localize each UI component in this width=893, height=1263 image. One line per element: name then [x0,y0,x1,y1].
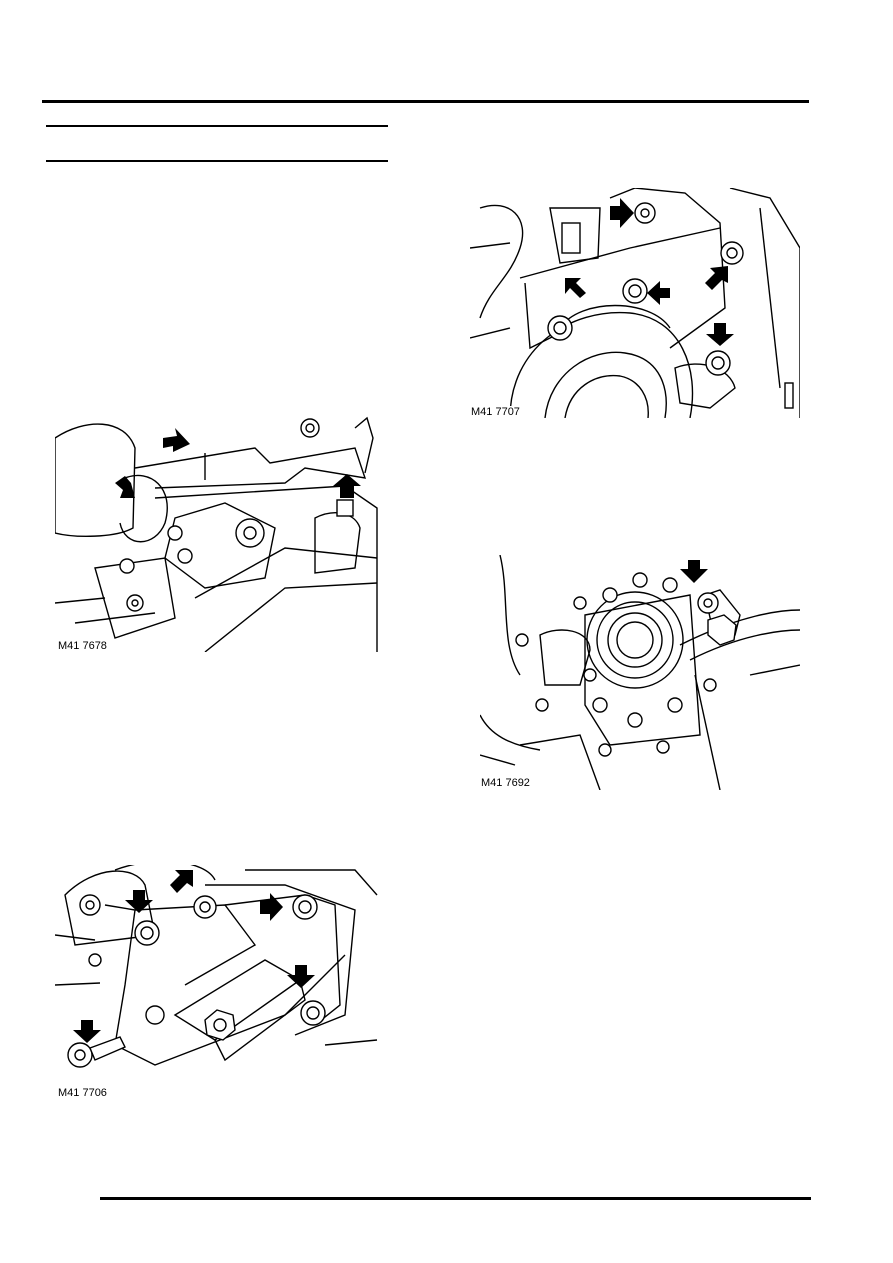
figure-label: M41 7707 [470,406,521,418]
arrow-icon [73,870,315,1043]
illustration-figure-4: M41 7692 [480,555,800,790]
header-rule [42,100,809,103]
figure-label: M41 7706 [57,1087,108,1099]
output-housing-drawing [480,555,800,790]
rear-bracket-drawing [470,188,800,418]
arrow-icon [680,560,708,583]
illustration-figure-2: M41 7706 [55,865,378,1105]
illustration-figure-3: M41 7707 [470,188,800,418]
illustration-figure-1: M41 7678 [55,408,378,652]
arrow-icon [565,198,734,346]
section-rule-top [46,125,388,127]
nut-icon [707,614,737,646]
figure-label: M41 7692 [480,777,531,789]
gearbox-mount-drawing [55,416,378,652]
footer-rule [100,1197,811,1200]
section-rule-bottom [46,160,388,162]
arrow-icon [115,428,361,498]
mounting-bracket-drawing [55,865,378,1068]
figure-label: M41 7678 [57,640,108,652]
